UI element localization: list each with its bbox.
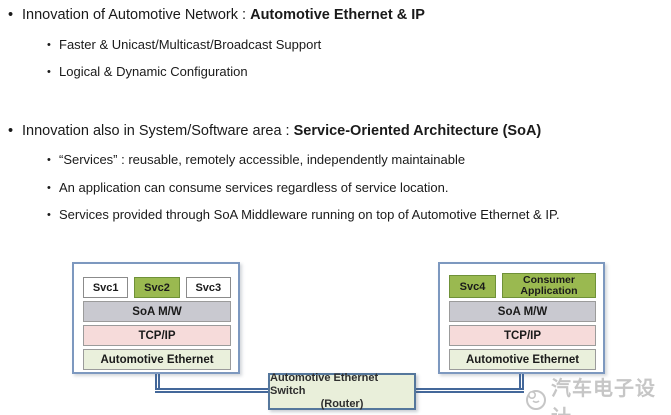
switch-label-line1: Automotive Ethernet Switch — [270, 372, 379, 397]
sub-bullet-item: Faster & Unicast/Multicast/Broadcast Sup… — [47, 36, 321, 54]
left-ecu-node: Svc1 Svc2 Svc3 SoA M/W TCP/IP Automotive… — [72, 262, 240, 374]
bullet-item-1: Innovation of Automotive Network : Autom… — [8, 6, 425, 25]
service-box-svc3: Svc3 — [185, 277, 231, 298]
right-ecu-node: Svc4 Consumer Application SoA M/W TCP/IP… — [438, 262, 605, 374]
connector-left-horizontal — [155, 388, 268, 393]
bullet-icon — [47, 151, 59, 169]
switch-label-line2: (Router) — [320, 398, 364, 410]
sub-bullet-text: An application can consume services rega… — [59, 180, 449, 195]
service-row: Svc4 Consumer Application — [449, 273, 596, 298]
watermark-logo-icon — [524, 387, 548, 415]
bullet-icon — [8, 122, 22, 141]
sub-bullet-text: “Services” : reusable, remotely accessib… — [59, 152, 466, 167]
soa-middleware-layer: SoA M/W — [83, 301, 231, 322]
bullet-icon — [47, 63, 59, 81]
bullet-icon — [47, 36, 59, 54]
soa-middleware-layer: SoA M/W — [449, 301, 596, 322]
sub-bullet-item: Logical & Dynamic Configuration — [47, 63, 248, 81]
tcpip-layer: TCP/IP — [83, 325, 231, 346]
automotive-ethernet-layer: Automotive Ethernet — [83, 349, 231, 370]
bullet-item-2: Innovation also in System/Software area … — [8, 122, 541, 141]
bullet-icon — [47, 179, 59, 197]
sub-bullet-text: Logical & Dynamic Configuration — [59, 64, 248, 79]
watermark: 汽车电子设计 — [524, 372, 671, 415]
bullet-text: Innovation also in System/Software area … — [22, 123, 542, 139]
sub-bullet-item: An application can consume services rega… — [47, 179, 448, 197]
connector-left-vertical — [155, 374, 160, 388]
automotive-ethernet-layer: Automotive Ethernet — [449, 349, 596, 370]
bullet-icon — [8, 6, 22, 25]
connector-right-vertical — [519, 374, 524, 388]
service-box-svc1: Svc1 — [83, 277, 129, 298]
bullet-text: Innovation of Automotive Network : Autom… — [22, 7, 425, 23]
sub-bullet-item: “Services” : reusable, remotely accessib… — [47, 151, 465, 169]
sub-bullet-text: Faster & Unicast/Multicast/Broadcast Sup… — [59, 37, 322, 52]
watermark-text: 汽车电子设计 — [551, 378, 656, 415]
service-box-svc4: Svc4 — [449, 275, 496, 298]
service-row: Svc1 Svc2 Svc3 — [83, 277, 231, 298]
sub-bullet-text: Services provided through SoA Middleware… — [59, 207, 560, 222]
service-box-svc2: Svc2 — [134, 277, 180, 298]
tcpip-layer: TCP/IP — [449, 325, 596, 346]
consumer-application-box: Consumer Application — [502, 273, 596, 298]
connector-right-horizontal — [416, 388, 524, 393]
bullet-icon — [47, 206, 59, 224]
ethernet-switch-box: Automotive Ethernet Switch (Router) — [268, 372, 416, 410]
sub-bullet-item: Services provided through SoA Middleware… — [47, 206, 560, 224]
